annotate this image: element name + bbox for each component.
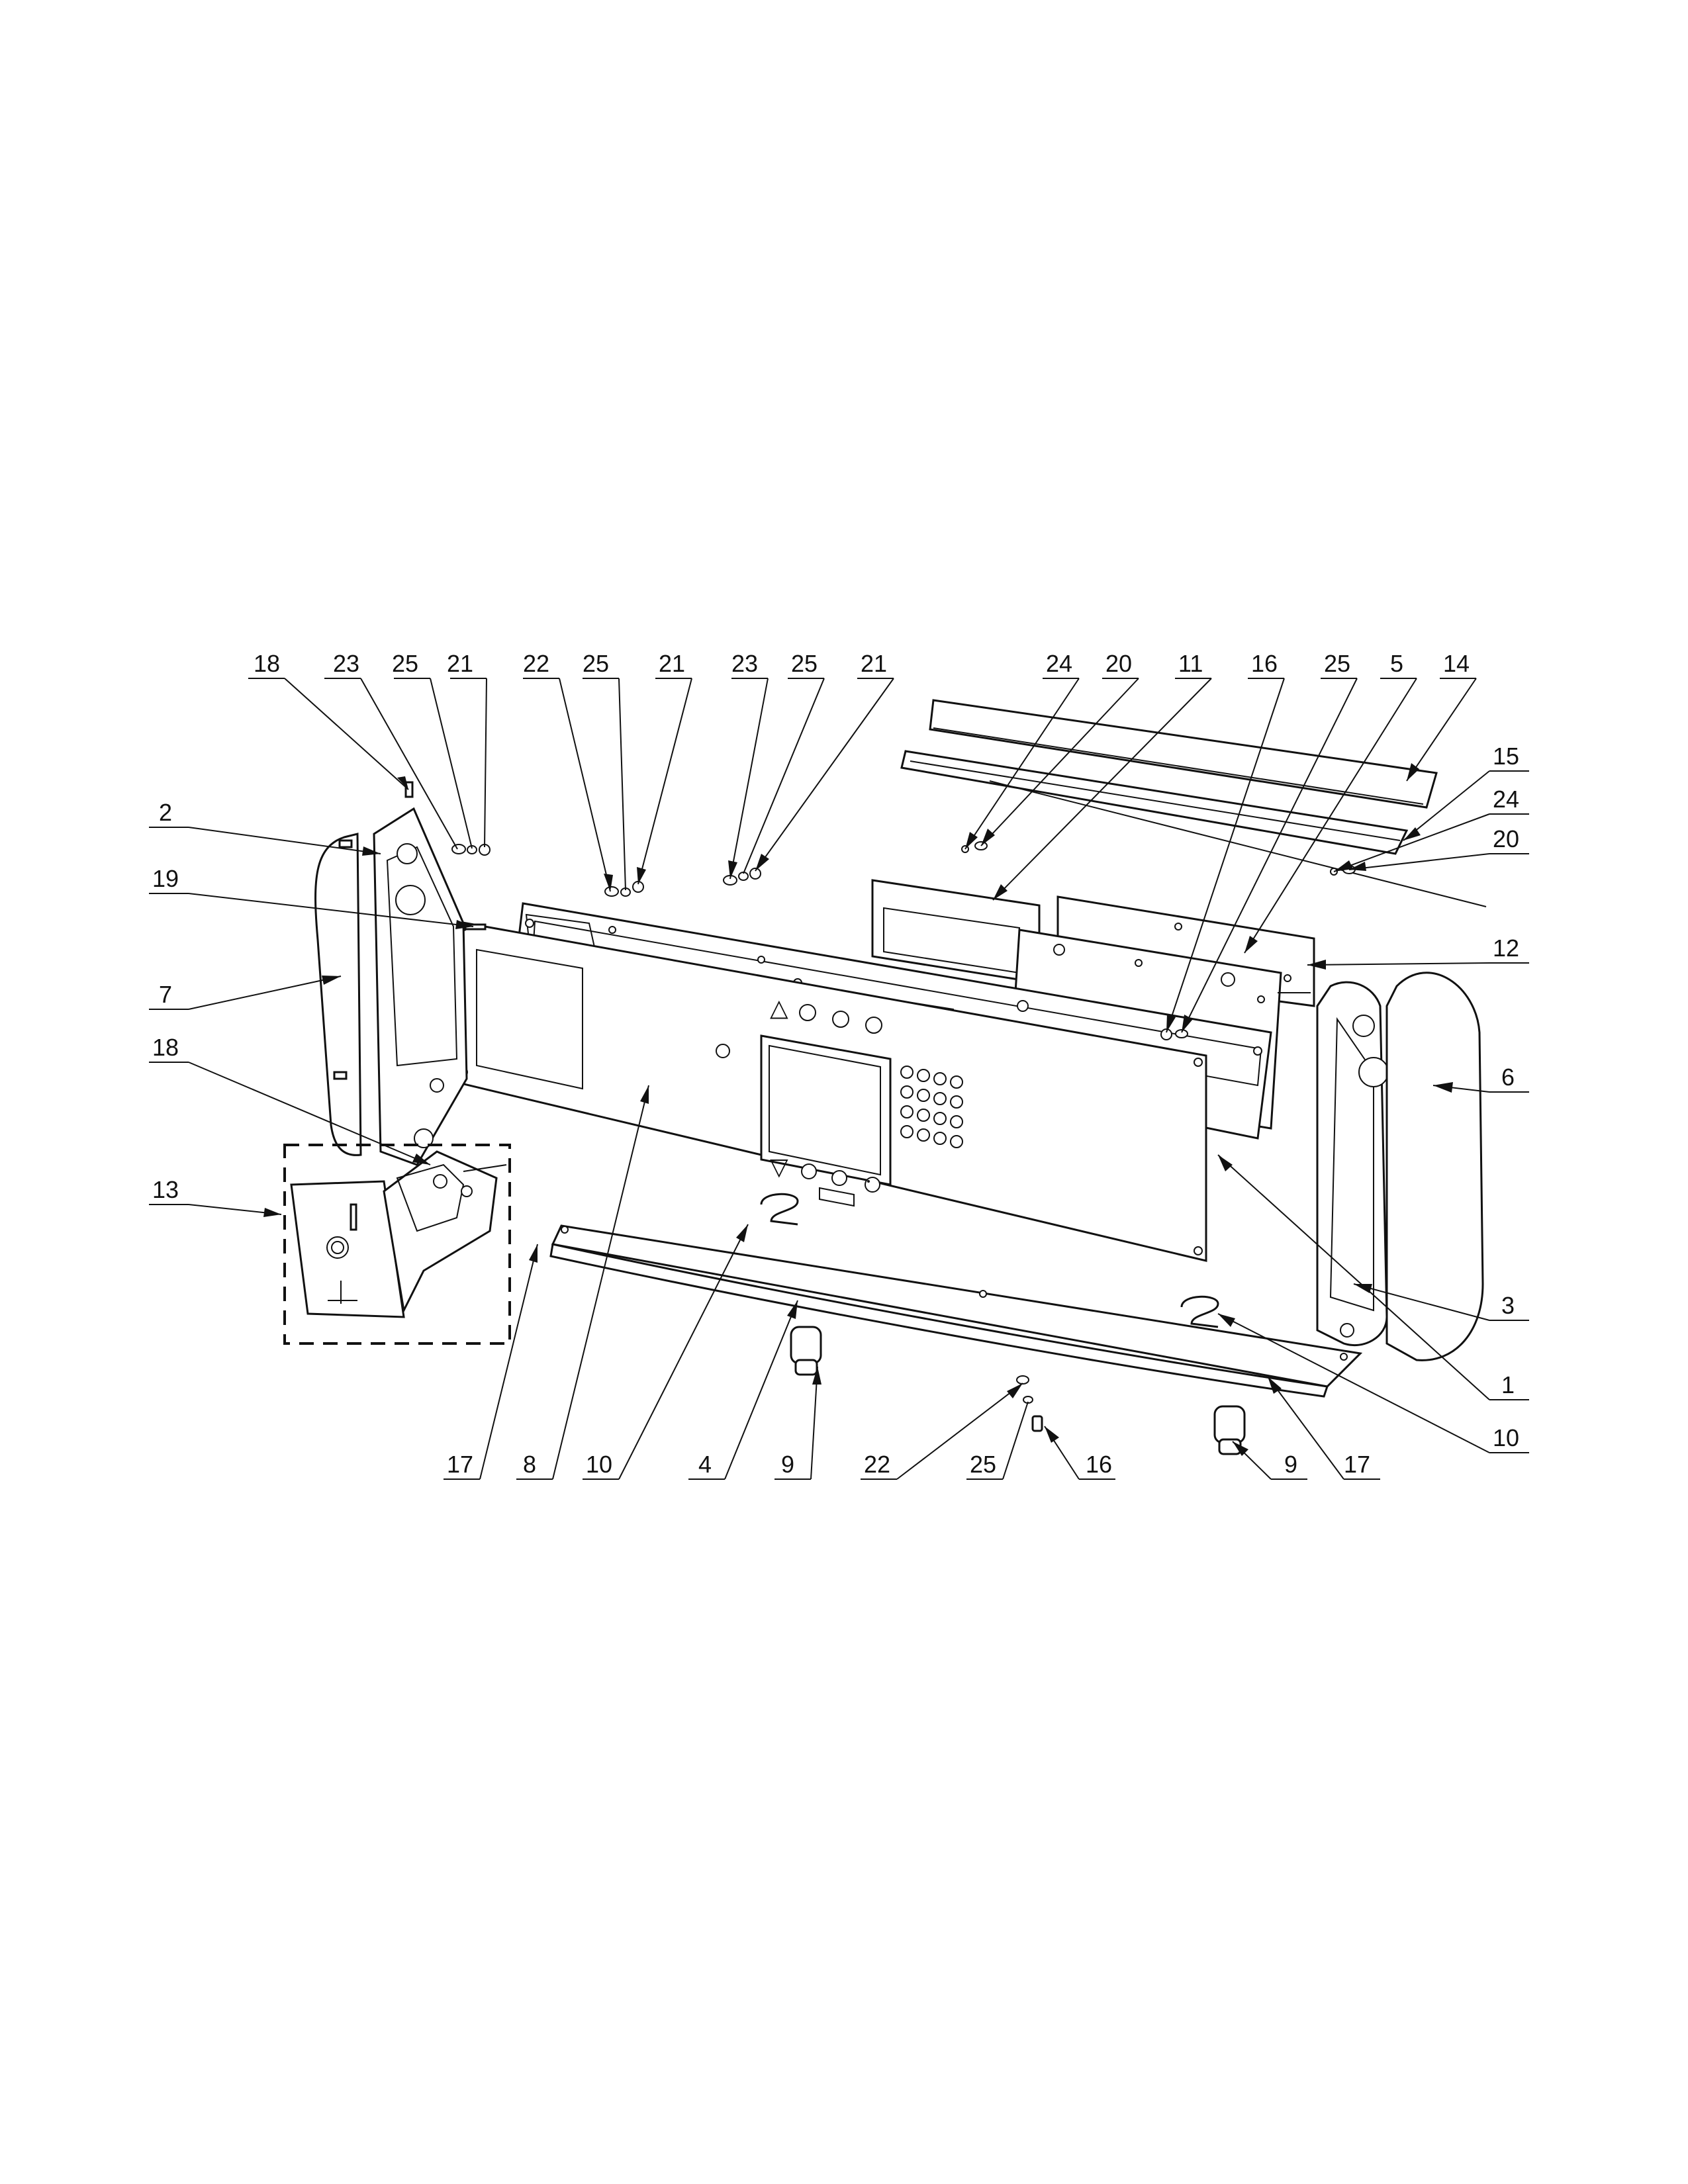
callout-25-bottom: 25 bbox=[970, 1451, 996, 1478]
callout-22-top: 22 bbox=[523, 650, 549, 677]
callout-18-left: 18 bbox=[152, 1034, 179, 1061]
callout-20-top: 20 bbox=[1105, 650, 1132, 677]
callout-1: 1 bbox=[1501, 1371, 1515, 1398]
callout-23-top: 23 bbox=[333, 650, 359, 677]
callout-15: 15 bbox=[1493, 743, 1519, 770]
callout-9-right: 9 bbox=[1284, 1451, 1297, 1478]
callout-24-right: 24 bbox=[1493, 786, 1519, 813]
bushing-left bbox=[790, 1326, 822, 1376]
callout-2: 2 bbox=[159, 799, 172, 826]
up-arrow-symbol: △ bbox=[770, 994, 788, 1021]
callout-25-top-c: 25 bbox=[791, 650, 818, 677]
callout-11: 11 bbox=[1178, 650, 1203, 677]
callout-6: 6 bbox=[1501, 1064, 1515, 1091]
callout-4: 4 bbox=[698, 1451, 712, 1478]
callout-22-bottom: 22 bbox=[864, 1451, 890, 1478]
callout-24-top: 24 bbox=[1046, 650, 1072, 677]
callout-21-top: 21 bbox=[447, 650, 473, 677]
callout-21-top-b: 21 bbox=[659, 650, 685, 677]
callout-20-right: 20 bbox=[1493, 825, 1519, 852]
leader-lines bbox=[149, 678, 1529, 1480]
callout-7: 7 bbox=[159, 981, 172, 1008]
callout-9-left: 9 bbox=[781, 1451, 794, 1478]
callout-23-top-b: 23 bbox=[731, 650, 758, 677]
callout-17-bottom-right: 17 bbox=[1344, 1451, 1370, 1478]
callout-12: 12 bbox=[1493, 934, 1519, 962]
clip-right bbox=[1180, 1295, 1219, 1328]
callout-18-top: 18 bbox=[254, 650, 280, 677]
callout-16-top: 16 bbox=[1251, 650, 1278, 677]
callout-25-top-b: 25 bbox=[583, 650, 609, 677]
left-end-bracket bbox=[373, 807, 468, 1166]
left-side-shell bbox=[314, 833, 362, 1156]
optional-module bbox=[290, 1150, 507, 1318]
callout-16-bottom: 16 bbox=[1086, 1451, 1112, 1478]
center-top-hardware bbox=[604, 868, 761, 897]
top-cover-rail bbox=[900, 699, 1487, 907]
optional-module-box bbox=[283, 1144, 511, 1345]
callout-17-bottom: 17 bbox=[447, 1451, 473, 1478]
callout-25-top-d: 25 bbox=[1324, 650, 1350, 677]
callout-21-top-c: 21 bbox=[861, 650, 887, 677]
bottom-hardware bbox=[1016, 1375, 1043, 1432]
callout-10-bottom: 10 bbox=[586, 1451, 612, 1478]
callout-19: 19 bbox=[152, 865, 179, 892]
right-side-shell bbox=[1385, 972, 1484, 1361]
callout-25-top: 25 bbox=[392, 650, 418, 677]
clip-left bbox=[760, 1193, 799, 1226]
keypad bbox=[900, 1066, 963, 1148]
front-control-panel: △ ▽ bbox=[454, 920, 1207, 1262]
callout-8: 8 bbox=[523, 1451, 536, 1478]
lower-trim-rail bbox=[549, 1224, 1363, 1398]
callout-3: 3 bbox=[1501, 1292, 1515, 1319]
down-arrow-symbol: ▽ bbox=[770, 1153, 788, 1180]
callout-13: 13 bbox=[152, 1176, 179, 1203]
callout-labels: 18 23 25 21 22 25 21 23 25 21 24 20 11 1… bbox=[152, 650, 1519, 1478]
callout-10-right: 10 bbox=[1493, 1424, 1519, 1451]
callout-5: 5 bbox=[1390, 650, 1403, 677]
callout-14: 14 bbox=[1443, 650, 1470, 677]
